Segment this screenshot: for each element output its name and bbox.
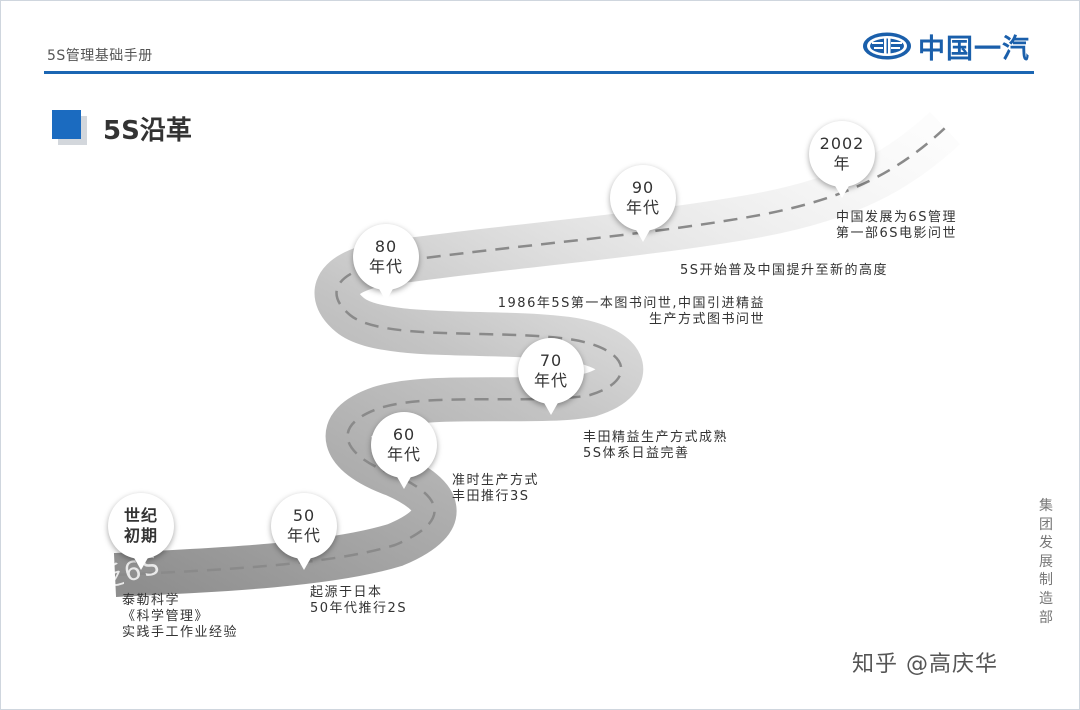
milestone-pin-early-century: 世纪 初期 — [108, 493, 174, 559]
milestone-pin-50s: 50 年代 — [271, 493, 337, 559]
milestone-pin-60s: 60 年代 — [371, 412, 437, 478]
milestone-desc-90s: 5S开始普及中国提升至新的高度 — [680, 263, 888, 279]
milestone-pin-80s: 80 年代 — [353, 224, 419, 290]
milestone-pin-90s: 90 年代 — [610, 165, 676, 231]
milestone-desc-50s: 起源于日本 50年代推行2S — [310, 585, 407, 617]
milestone-desc-early-century: 泰勒科学 《科学管理》 实践手工作业经验 — [122, 593, 238, 641]
milestone-pin-70s: 70 年代 — [518, 338, 584, 404]
side-department-label: 集 团 发 展 制 造 部 — [1036, 497, 1056, 627]
author-watermark: 知乎 @高庆华 — [852, 646, 998, 678]
milestone-desc-60s: 准时生产方式 丰田推行3S — [452, 473, 539, 505]
milestone-desc-2002: 中国发展为6S管理 第一部6S电影问世 — [836, 210, 957, 242]
milestone-pin-2002: 2002 年 — [809, 121, 875, 187]
milestone-desc-80s: 1986年5S第一本图书问世,中国引进精益 生产方式图书问世 — [455, 296, 765, 328]
milestone-desc-70s: 丰田精益生产方式成熟 5S体系日益完善 — [583, 430, 728, 462]
